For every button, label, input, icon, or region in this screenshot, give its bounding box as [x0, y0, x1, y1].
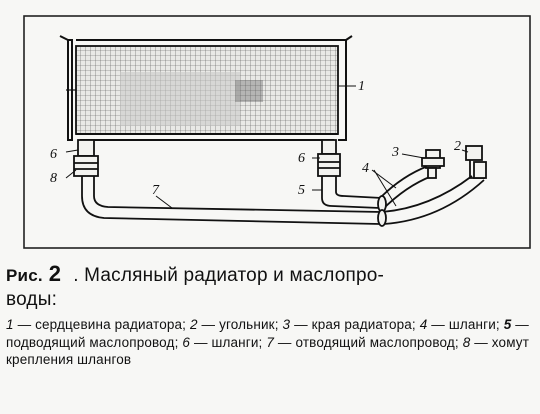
figure-label: Рис. — [6, 266, 43, 285]
callout-4: 4 — [362, 161, 369, 176]
caption-title-part2: воды: — [6, 289, 58, 310]
caption-legend: 1 — сердцевина радиатора; 2 — угольник; … — [6, 316, 534, 369]
figure-number: 2 — [48, 261, 62, 286]
legend-text: — края радиатора; — [290, 317, 420, 332]
legend-text: — подводящий маслопровод; — [6, 317, 529, 350]
callout-6-right: 6 — [298, 151, 305, 166]
radiator-edges — [59, 35, 353, 141]
callout-5: 5 — [298, 183, 305, 198]
left-hose-assembly — [73, 139, 385, 225]
angle-fittings — [421, 145, 487, 179]
right-hose-assembly — [317, 139, 485, 227]
figure-frame — [23, 15, 531, 249]
legend-num: 7 — [266, 334, 275, 350]
oil-cooler-diagram: 1 2 3 4 5 6 6 7 8 — [23, 15, 531, 249]
callout-7: 7 — [152, 183, 160, 198]
callout-leaders — [65, 85, 469, 209]
radiator-core — [66, 45, 339, 135]
callout-6-left: 6 — [50, 147, 57, 162]
legend-text: — шланги; — [427, 317, 504, 332]
figure-caption: Рис. 2 . Масляный радиатор и маслопро- вод… — [6, 262, 534, 369]
legend-text: — шланги; — [190, 334, 267, 350]
legend-num: 6 — [182, 334, 191, 350]
caption-title-part1: . Масляный радиатор и маслопро- — [73, 265, 385, 286]
callout-1: 1 — [358, 79, 365, 94]
legend-text: — угольник; — [197, 317, 283, 332]
callout-2: 2 — [454, 139, 461, 154]
legend-num: 2 — [189, 317, 198, 332]
legend-text: — сердцевина радиатора; — [13, 317, 190, 332]
legend-text: — хомут крепления шлангов — [6, 334, 530, 368]
legend-num: 8 — [462, 334, 471, 350]
callout-8: 8 — [50, 171, 57, 186]
legend-text: — отводящий маслопровод; — [274, 334, 463, 350]
legend-num: 1 — [6, 317, 14, 332]
legend-num: 4 — [419, 317, 428, 332]
caption-title-line: Рис. 2 . Масляный радиатор и маслопро- — [6, 262, 534, 288]
legend-num: 5 — [503, 317, 512, 332]
legend-num: 3 — [282, 317, 291, 332]
callout-3: 3 — [391, 145, 399, 160]
